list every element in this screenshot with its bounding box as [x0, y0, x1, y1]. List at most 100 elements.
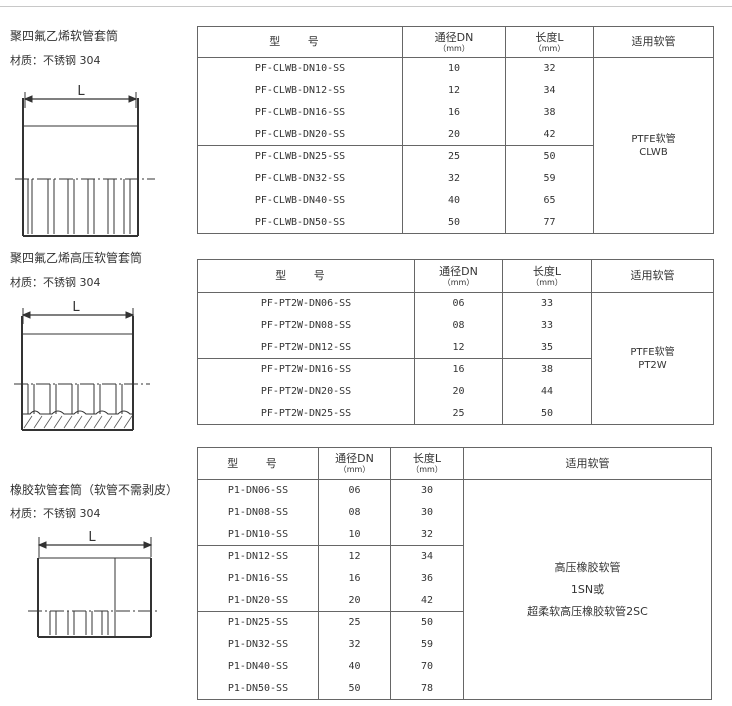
sleeve-3-drawing: L: [28, 530, 160, 638]
dn-cell: 08: [318, 501, 391, 524]
length-cell: 59: [390, 633, 464, 656]
col-header-application: 适用软管: [593, 26, 714, 58]
model-cell: P1-DN16-SS: [197, 567, 319, 590]
dn-cell: 10: [402, 57, 506, 80]
model-cell: PF-CLWB-DN50-SS: [197, 211, 403, 234]
col-header-application: 适用软管: [591, 259, 714, 293]
section-1-material: 材质：不锈钢 304: [10, 54, 101, 67]
length-cell: 34: [390, 545, 464, 568]
length-cell: 44: [502, 380, 592, 403]
dn-cell: 20: [414, 380, 503, 403]
length-cell: 34: [505, 79, 594, 102]
model-cell: PF-PT2W-DN16-SS: [197, 358, 415, 381]
col-header-dn: 通径DN（mm）: [318, 447, 391, 480]
sleeve-2-drawing: L: [14, 300, 150, 431]
dn-cell: 32: [402, 167, 506, 190]
dn-cell: 16: [402, 101, 506, 124]
spec-table-1: 型 号 通径DN（mm） 长度L（mm） 适用软管 PF-CLWB-DN10-S…: [197, 26, 714, 234]
dn-cell: 25: [402, 145, 506, 168]
dn-cell: 40: [318, 655, 391, 678]
dn-cell: 20: [402, 123, 506, 146]
length-cell: 38: [505, 101, 594, 124]
model-cell: P1-DN25-SS: [197, 611, 319, 634]
length-cell: 35: [502, 336, 592, 359]
table-row: PF-CLWB-DN32-SS 32 59: [197, 167, 714, 190]
dimension-l-label: L: [72, 300, 80, 315]
length-cell: 36: [390, 567, 464, 590]
col-header-length: 长度L（mm）: [390, 447, 464, 480]
dn-cell: 10: [318, 523, 391, 546]
top-divider: [0, 6, 732, 7]
model-cell: P1-DN20-SS: [197, 589, 319, 612]
table-row: P1-DN32-SS 32 59: [197, 633, 712, 656]
table-row: PF-CLWB-DN12-SS 12 34: [197, 79, 714, 102]
table-header-row: 型 号 通径DN（mm） 长度L（mm） 适用软管: [197, 26, 714, 58]
table-row: P1-DN40-SS 40 70: [197, 655, 712, 678]
length-cell: 78: [390, 677, 464, 700]
table-header-row: 型 号 通径DN（mm） 长度L（mm） 适用软管: [197, 259, 714, 293]
table-row: PF-CLWB-DN16-SS 16 38: [197, 101, 714, 124]
model-cell: PF-PT2W-DN20-SS: [197, 380, 415, 403]
col-header-length: 长度L（mm）: [505, 26, 594, 58]
section-1-title: 聚四氟乙烯软管套筒: [10, 29, 119, 43]
model-cell: PF-CLWB-DN12-SS: [197, 79, 403, 102]
model-cell: P1-DN12-SS: [197, 545, 319, 568]
length-cell: 30: [390, 479, 464, 502]
table-row: PF-CLWB-DN20-SS 20 42: [197, 123, 714, 146]
table-row: PF-PT2W-DN12-SS 12 35: [197, 336, 714, 359]
model-cell: P1-DN50-SS: [197, 677, 319, 700]
dn-cell: 50: [318, 677, 391, 700]
length-cell: 42: [505, 123, 594, 146]
length-cell: 33: [502, 292, 592, 315]
length-cell: 50: [505, 145, 594, 168]
length-cell: 38: [502, 358, 592, 381]
table-row: PF-PT2W-DN16-SS 16 38: [197, 358, 714, 381]
length-cell: 32: [505, 57, 594, 80]
model-cell: PF-CLWB-DN10-SS: [197, 57, 403, 80]
model-cell: PF-PT2W-DN06-SS: [197, 292, 415, 315]
model-cell: P1-DN10-SS: [197, 523, 319, 546]
col-header-dn: 通径DN（mm）: [414, 259, 503, 293]
length-cell: 50: [390, 611, 464, 634]
length-cell: 77: [505, 211, 594, 234]
section-3-material: 材质：不锈钢 304: [10, 507, 101, 520]
dimension-l-label: L: [88, 530, 96, 545]
dn-cell: 25: [318, 611, 391, 634]
dn-cell: 12: [318, 545, 391, 568]
dn-cell: 16: [414, 358, 503, 381]
section-3-title: 橡胶软管套筒（软管不需剥皮）: [10, 483, 179, 497]
table-row: PF-CLWB-DN25-SS 25 50: [197, 145, 714, 168]
spec-table-3: 型 号 通径DN（mm） 长度L（mm） 适用软管 P1-DN06-SS 06 …: [197, 447, 712, 700]
model-cell: P1-DN32-SS: [197, 633, 319, 656]
model-cell: PF-CLWB-DN20-SS: [197, 123, 403, 146]
table-row: PF-CLWB-DN50-SS 50 77: [197, 211, 714, 234]
length-cell: 50: [502, 402, 592, 425]
model-cell: PF-PT2W-DN08-SS: [197, 314, 415, 337]
model-cell: PF-PT2W-DN25-SS: [197, 402, 415, 425]
model-cell: P1-DN06-SS: [197, 479, 319, 502]
length-cell: 32: [390, 523, 464, 546]
section-2-title: 聚四氟乙烯高压软管套筒: [10, 251, 143, 265]
table-row: PF-PT2W-DN20-SS 20 44: [197, 380, 714, 403]
dn-cell: 06: [414, 292, 503, 315]
table-row: P1-DN50-SS 50 78: [197, 677, 712, 700]
col-header-length: 长度L（mm）: [502, 259, 592, 293]
spec-table-2: 型 号 通径DN（mm） 长度L（mm） 适用软管 PF-PT2W-DN06-S…: [197, 259, 714, 425]
model-cell: P1-DN08-SS: [197, 501, 319, 524]
length-cell: 70: [390, 655, 464, 678]
col-header-model: 型 号: [197, 447, 319, 480]
model-cell: PF-CLWB-DN32-SS: [197, 167, 403, 190]
length-cell: 59: [505, 167, 594, 190]
length-cell: 33: [502, 314, 592, 337]
table-row: P1-DN08-SS 08 30: [197, 501, 712, 524]
table-header-row: 型 号 通径DN（mm） 长度L（mm） 适用软管: [197, 447, 712, 480]
dn-cell: 50: [402, 211, 506, 234]
col-header-application: 适用软管: [463, 447, 712, 480]
dn-cell: 08: [414, 314, 503, 337]
dn-cell: 40: [402, 189, 506, 212]
